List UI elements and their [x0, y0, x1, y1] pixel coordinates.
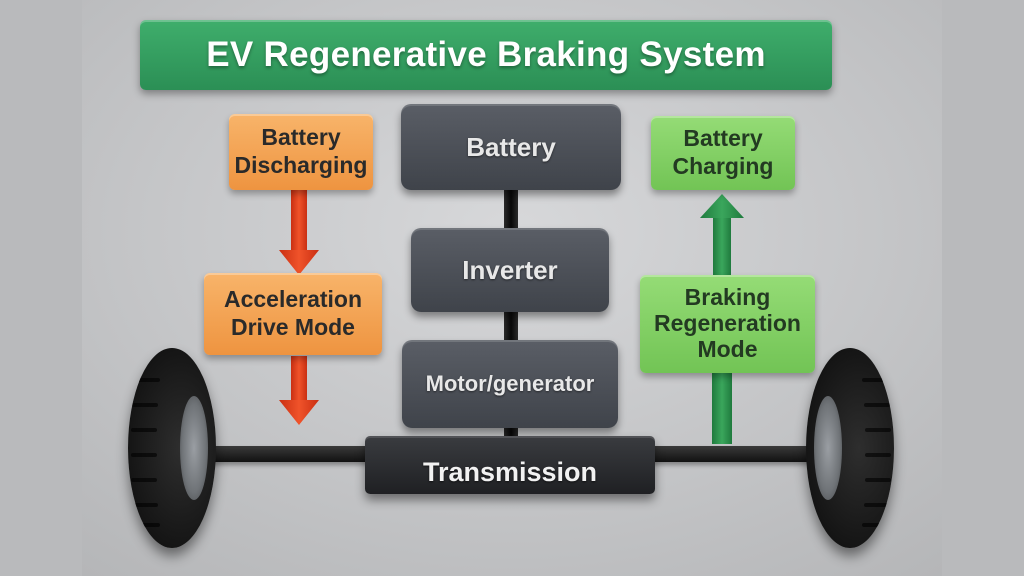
diagram-title: EV Regenerative Braking System	[206, 35, 766, 74]
rod-battery-inverter	[504, 188, 518, 232]
braking-regeneration-mode-label: Braking Regeneration Mode	[654, 284, 801, 362]
inverter-block: Inverter	[411, 228, 609, 312]
tread-mark	[865, 428, 891, 432]
tread-mark	[864, 503, 890, 507]
acceleration-drive-mode-label: Acceleration Drive Mode	[223, 286, 363, 340]
inverter-block-label: Inverter	[462, 254, 558, 285]
battery-block-label: Battery	[466, 131, 556, 162]
right-wheel-icon	[806, 348, 894, 548]
tread-mark	[134, 378, 160, 382]
tread-mark	[864, 403, 890, 407]
right-margin-band	[942, 0, 1024, 576]
battery-discharging-label: Battery Discharging	[234, 124, 368, 178]
battery-discharging-box: Battery Discharging	[229, 114, 373, 190]
tread-mark	[865, 453, 891, 457]
tread-mark	[132, 503, 158, 507]
tread-mark	[134, 523, 160, 527]
right-wheel-hub	[814, 396, 842, 500]
battery-block: Battery	[401, 104, 621, 190]
battery-charging-label: Battery Charging	[672, 125, 774, 179]
motor-generator-block-label: Motor/generator	[425, 371, 595, 396]
down-arrow-icon	[279, 190, 319, 275]
tread-mark	[865, 478, 891, 482]
battery-charging-box: Battery Charging	[651, 116, 795, 190]
up-arrow-icon	[712, 372, 732, 444]
tread-mark	[132, 403, 158, 407]
down-arrow-icon	[279, 356, 319, 425]
up-arrow-icon	[700, 194, 744, 277]
tread-mark	[131, 478, 157, 482]
acceleration-drive-mode-box: Acceleration Drive Mode	[204, 273, 382, 355]
rod-inverter-motor	[504, 308, 518, 344]
transmission-block: Transmission	[365, 436, 655, 494]
tread-mark	[131, 428, 157, 432]
left-margin-band	[0, 0, 82, 576]
title-banner: EV Regenerative Braking System	[140, 20, 832, 90]
braking-regeneration-mode-box: Braking Regeneration Mode	[640, 275, 815, 373]
tread-mark	[862, 378, 888, 382]
motor-generator-block: Motor/generator	[402, 340, 618, 428]
tread-mark	[131, 453, 157, 457]
transmission-block-label: Transmission	[422, 457, 598, 487]
left-wheel-hub	[180, 396, 208, 500]
left-wheel-icon	[128, 348, 216, 548]
tread-mark	[862, 523, 888, 527]
